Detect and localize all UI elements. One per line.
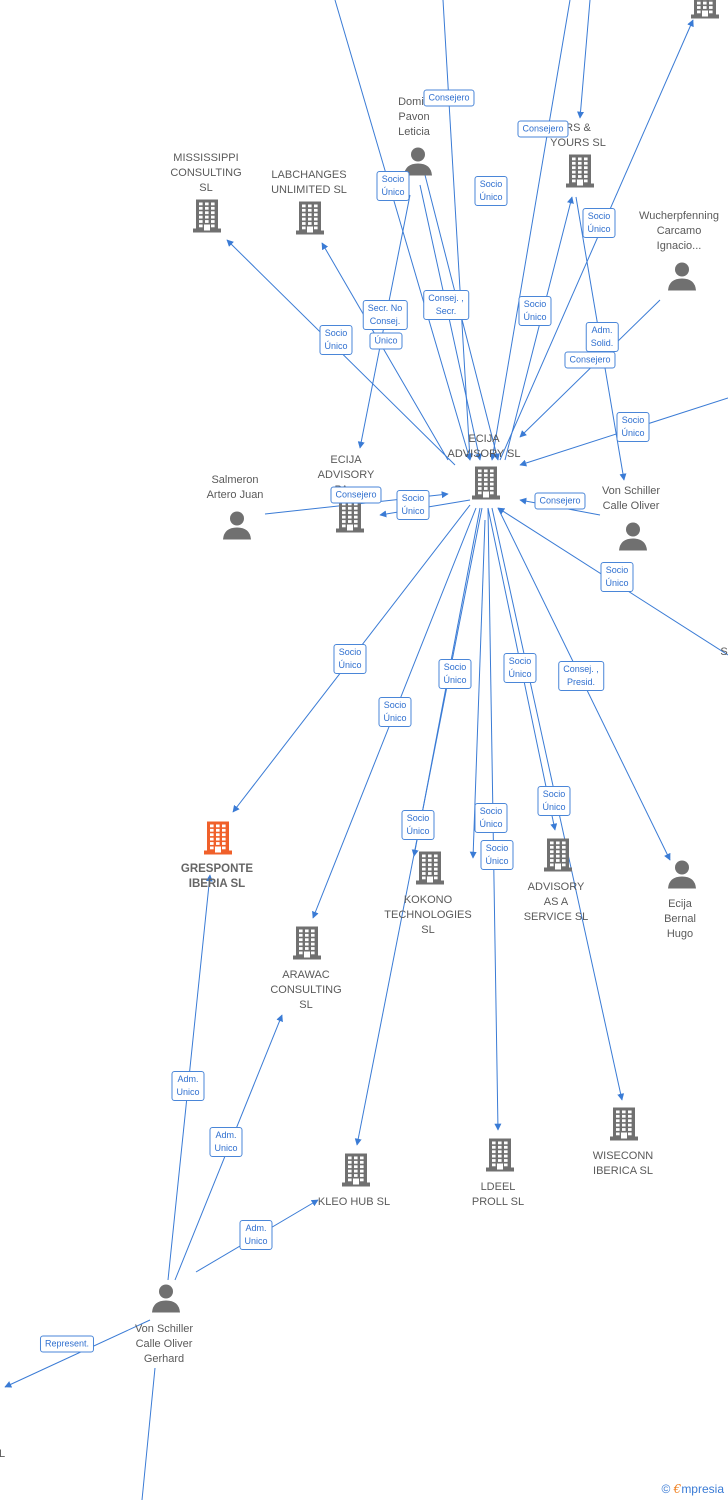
relationship-tag: Socio Único [396, 490, 430, 520]
relationship-tag: Único [369, 332, 403, 350]
relationship-tag: Represent. [39, 1335, 95, 1353]
company-label[interactable]: LDEEL PROLL SL [471, 1181, 525, 1208]
person-icon[interactable] [667, 261, 697, 296]
relationship-edge [141, 1367, 156, 1500]
relationship-tag: Adm. Unico [239, 1220, 273, 1250]
company-label[interactable]: GRESPONTE IBERIA SL [180, 863, 254, 890]
person-label[interactable]: Domin Pavon Leticia [398, 96, 430, 138]
relationship-edge [489, 0, 571, 461]
relationship-tag: Consejero [534, 492, 586, 510]
relationship-tag: Socio Único [319, 325, 353, 355]
relationship-edge [442, 0, 474, 461]
relationship-tag: Adm. Solid. [585, 322, 619, 352]
building-icon[interactable] [341, 1153, 371, 1192]
relationship-tag: Socio Único [474, 803, 508, 833]
company-label[interactable]: ADVISORY AS A SERVICE SL [523, 881, 589, 923]
relationship-tag: Socio Único [401, 810, 435, 840]
relationship-edge [469, 519, 486, 859]
person-icon[interactable] [222, 510, 252, 545]
person-label[interactable]: Ecija Bernal Hugo [664, 898, 696, 940]
relationship-edge [4, 1319, 151, 1388]
relationship-edge [504, 196, 574, 461]
relationship-tag: Consejero [517, 120, 569, 138]
relationship-tag: Secr. No Consej. [362, 300, 408, 330]
building-icon[interactable] [335, 499, 365, 538]
brand-logo-initial: € [673, 1482, 682, 1496]
person-icon[interactable] [151, 1283, 181, 1318]
offpage-node-label: L [0, 1448, 6, 1460]
relationship-tag: Consejero [330, 486, 382, 504]
company-label[interactable]: ECIJA ADVISORY SL [447, 433, 521, 460]
relationship-tag: Consej. , Secr. [423, 290, 469, 320]
building-icon[interactable] [415, 851, 445, 890]
person-label[interactable]: Von Schiller Calle Oliver Gerhard [134, 1323, 194, 1365]
offpage-node-label: S [720, 646, 728, 658]
building-icon[interactable] [192, 199, 222, 238]
relationship-edge [519, 299, 661, 438]
brand-watermark: © €mpresia [661, 1482, 724, 1496]
relationship-tag: Consej. , Presid. [558, 661, 604, 691]
relationship-tag: Socio Único [518, 296, 552, 326]
relationship-tag: Socio Único [537, 786, 571, 816]
relationship-tag: Consejero [564, 351, 616, 369]
building-icon[interactable] [485, 1138, 515, 1177]
building-icon[interactable] [609, 1107, 639, 1146]
relationship-tag: Consejero [423, 89, 475, 107]
person-label[interactable]: Von Schiller Calle Oliver [601, 485, 661, 512]
relationship-tag: Socio Único [600, 562, 634, 592]
building-icon[interactable] [203, 821, 233, 860]
relationship-tag: Socio Único [616, 412, 650, 442]
company-label[interactable]: RS & YOURS SL [550, 122, 606, 149]
company-label[interactable]: MISSISSIPPI CONSULTING SL [170, 152, 242, 194]
relationship-tag: Socio Único [480, 840, 514, 870]
company-label[interactable]: KOKONO TECHNOLOGIES SL [384, 894, 472, 936]
relationship-tag: Socio Único [474, 176, 508, 206]
person-icon[interactable] [403, 146, 433, 181]
relationship-tag: Socio Único [503, 653, 537, 683]
building-icon[interactable] [543, 838, 573, 877]
person-label[interactable]: Salmeron Artero Juan [206, 474, 264, 501]
relationship-tag: Adm. Unico [171, 1071, 205, 1101]
company-label[interactable]: KLEO HUB SL [317, 1196, 391, 1208]
person-label[interactable]: Wucherpfenning Carcamo Ignacio... [639, 210, 719, 252]
relationship-edge [499, 19, 694, 461]
building-icon[interactable] [565, 154, 595, 193]
brand-name: mpresia [681, 1482, 724, 1496]
relationship-edge [334, 0, 472, 461]
relationship-tag: Adm. Unico [209, 1127, 243, 1157]
relationship-edge [419, 184, 483, 461]
company-label[interactable]: LABCHANGES UNLIMITED SL [271, 169, 347, 196]
relationship-tag: Socio Único [333, 644, 367, 674]
relationship-edge [577, 0, 591, 119]
relationship-edge [321, 242, 449, 461]
building-icon[interactable] [471, 466, 501, 505]
relationship-tag: Socio Único [376, 171, 410, 201]
company-label[interactable]: WISECONN IBERICA SL [592, 1150, 654, 1177]
building-icon[interactable] [690, 0, 720, 24]
person-icon[interactable] [667, 859, 697, 894]
building-icon[interactable] [292, 926, 322, 965]
relationship-tag: Socio Único [582, 208, 616, 238]
relationship-tag: Socio Único [378, 697, 412, 727]
company-label[interactable]: ARAWAC CONSULTING SL [270, 969, 342, 1011]
relationship-tag: Socio Único [438, 659, 472, 689]
building-icon[interactable] [295, 201, 325, 240]
person-icon[interactable] [618, 521, 648, 556]
copyright-symbol: © [661, 1482, 671, 1496]
